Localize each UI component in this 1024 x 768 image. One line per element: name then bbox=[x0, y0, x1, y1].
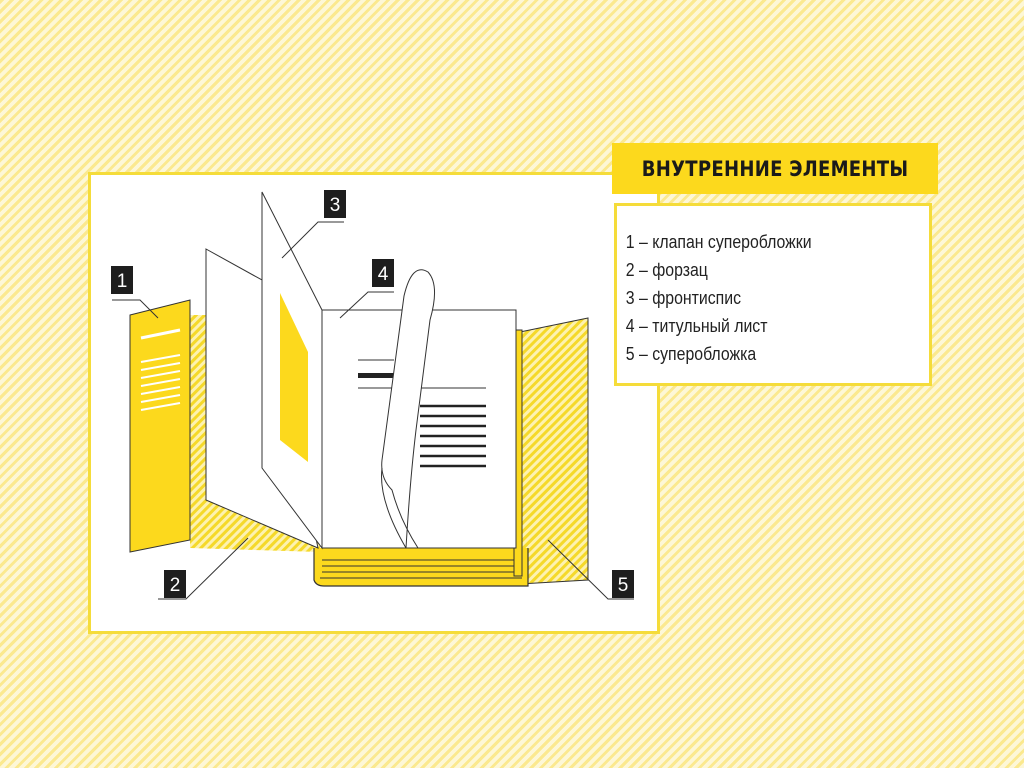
svg-text:2: 2 bbox=[170, 575, 181, 596]
page-title: ВНУТРЕННИЕ ЭЛЕМЕНТЫ bbox=[641, 156, 909, 181]
legend-item: 4 – титульный лист bbox=[625, 316, 768, 336]
svg-text:3: 3 bbox=[330, 195, 341, 216]
svg-text:1: 1 bbox=[117, 271, 128, 292]
book-bottom-edge bbox=[313, 548, 529, 587]
label-5: 5 bbox=[612, 570, 634, 598]
legend-panel: 1 – клапан суперобложки 2 – форзац 3 – ф… bbox=[614, 203, 932, 386]
frontispiece-image bbox=[280, 293, 308, 462]
label-2: 2 bbox=[164, 570, 186, 598]
svg-text:4: 4 bbox=[378, 264, 389, 285]
legend-item: 1 – клапан суперобложки bbox=[625, 232, 812, 252]
page-edges bbox=[320, 559, 522, 579]
title-banner: ВНУТРЕННИЕ ЭЛЕМЕНТЫ bbox=[612, 143, 938, 194]
title-page-text-lines bbox=[420, 404, 486, 468]
label-4: 4 bbox=[372, 259, 394, 287]
legend-item: 2 – форзац bbox=[625, 260, 708, 280]
legend-item: 5 – суперобложка bbox=[625, 344, 757, 364]
leader-lines bbox=[112, 221, 634, 600]
svg-text:5: 5 bbox=[618, 575, 629, 596]
jacket-flap bbox=[129, 299, 191, 553]
legend-item: 3 – фронтиспис bbox=[625, 288, 741, 308]
label-1: 1 bbox=[111, 266, 133, 294]
turning-page bbox=[381, 269, 435, 549]
dust-jacket-right bbox=[519, 317, 589, 585]
label-3: 3 bbox=[324, 190, 346, 218]
flap-text-lines bbox=[140, 328, 181, 411]
